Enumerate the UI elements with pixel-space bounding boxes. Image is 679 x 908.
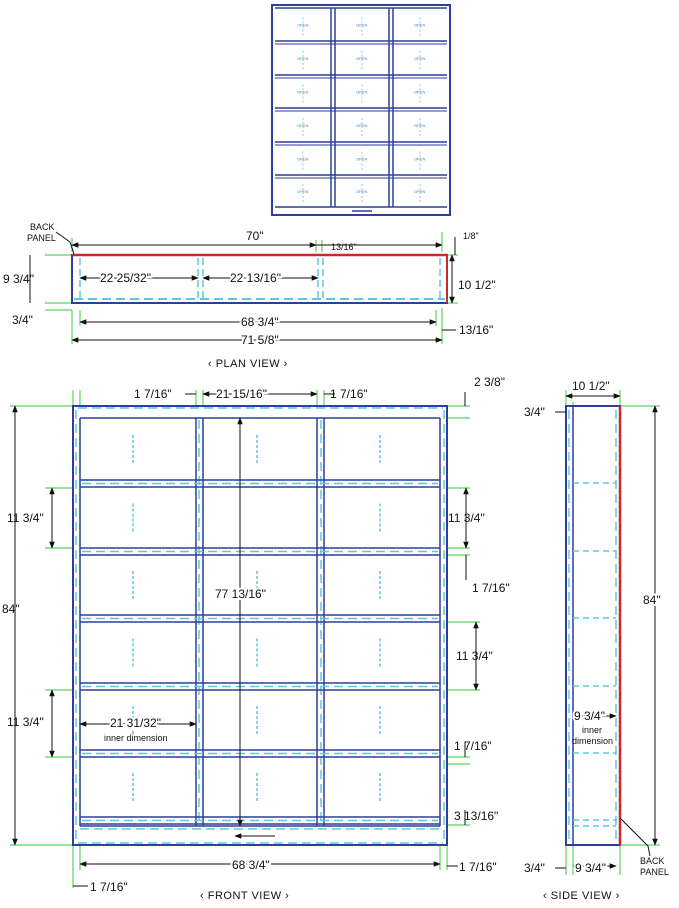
front-dim-center-height: 77 13/16" <box>215 587 266 601</box>
front-dim-left-cell-2: 11 3/4" <box>7 715 44 729</box>
plan-back-panel-label-2: PANEL <box>27 233 56 243</box>
front-dim-right-cell-2: 11 3/4" <box>456 649 493 663</box>
thumb-open-label: OPEN <box>297 157 308 162</box>
thumb-open-label: OPEN <box>297 189 308 194</box>
side-dim-inner-depth: 9 3/4" <box>574 709 605 723</box>
plan-dim-overall-top: 70" <box>246 229 264 243</box>
thumb-open-label: OPEN <box>356 157 367 162</box>
front-view-title: ‹ FRONT VIEW › <box>200 890 289 902</box>
thumb-open-label: OPEN <box>297 123 308 128</box>
plan-dim-inner-width: 68 3/4" <box>241 315 279 329</box>
thumb-open-label: OPEN <box>356 189 367 194</box>
thumb-open-label: OPEN <box>414 157 425 162</box>
thumb-open-label: OPEN <box>356 23 367 28</box>
plan-dim-compartment-1: 22 25/32" <box>100 271 151 285</box>
plan-dim-top-gap: 13/16" <box>331 242 357 252</box>
thumb-open-label: OPEN <box>414 123 425 128</box>
front-dim-top-rail: 2 3/8" <box>474 375 505 389</box>
thumb-open-label: OPEN <box>414 23 425 28</box>
front-view: 1 7/16" 21 15/16" 1 7/16" 2 3/8" 84" 11 … <box>2 375 510 902</box>
plan-dim-right-bottom: 13/16" <box>459 323 493 337</box>
plan-dim-left-depth: 9 3/4" <box>3 272 34 286</box>
plan-dim-overall-bottom: 71 5/8" <box>241 333 279 347</box>
front-dim-bottom-right: 1 7/16" <box>459 860 497 874</box>
side-dim-top-left: 3/4" <box>524 405 545 419</box>
side-dim-top-depth: 10 1/2" <box>572 379 610 393</box>
side-back-panel-label-2: PANEL <box>640 867 669 877</box>
side-dim-bottom-left: 3/4" <box>524 861 545 875</box>
thumb-open-label: OPEN <box>414 90 425 95</box>
thumb-open-label: OPEN <box>297 90 308 95</box>
side-dim-inner-note-1: inner <box>582 725 602 735</box>
thumb-open-label: OPEN <box>356 56 367 61</box>
front-dim-left-cell-1: 11 3/4" <box>7 511 44 525</box>
plan-dim-left-bottom: 3/4" <box>12 313 33 327</box>
plan-dim-compartment-2: 22 13/16" <box>230 271 281 285</box>
front-dim-top-middle: 21 15/16" <box>216 387 267 401</box>
side-dim-height: 84" <box>643 593 661 607</box>
thumb-open-label: OPEN <box>414 56 425 61</box>
thumb-open-label: OPEN <box>297 23 308 28</box>
side-dim-inner-note-2: dimension <box>572 736 613 746</box>
thumb-open-label: OPEN <box>414 189 425 194</box>
side-dim-bottom-depth: 9 3/4" <box>575 861 606 875</box>
front-dim-cell-width-note: inner dimension <box>104 733 168 743</box>
thumb-open-label: OPEN <box>297 56 308 61</box>
front-dim-right-shelf-2: 1 7/16" <box>454 739 492 753</box>
thumb-open-label: OPEN <box>356 123 367 128</box>
front-dim-bottom-rail: 3 13/16" <box>454 809 498 823</box>
side-view: 10 1/2" 3/4" 84" 9 3/4" inner dimension … <box>524 377 669 902</box>
front-dim-cell-width: 21 31/32" <box>110 716 161 730</box>
side-back-panel-label-1: BACK <box>640 856 665 866</box>
front-dim-overall-height: 84" <box>2 602 20 616</box>
plan-view-title: ‹ PLAN VIEW › <box>208 358 288 370</box>
front-dim-top-left-stile: 1 7/16" <box>134 387 172 401</box>
front-dim-bottom-width: 68 3/4" <box>232 858 270 872</box>
plan-dim-right-depth: 10 1/2" <box>458 278 496 292</box>
plan-back-panel-label-1: BACK <box>30 222 55 232</box>
front-dim-bottom-left: 1 7/16" <box>90 880 128 894</box>
front-dim-right-cell-1: 11 3/4" <box>448 511 485 525</box>
front-dim-right-shelf: 1 7/16" <box>472 581 510 595</box>
side-view-title: ‹ SIDE VIEW › <box>543 890 620 902</box>
front-dim-top-right-stile: 1 7/16" <box>330 387 368 401</box>
plan-view: BACK PANEL 70" 13/16" 1/8" 9 3/4" 22 25/… <box>3 222 496 370</box>
plan-dim-top-right: 1/8" <box>463 231 479 241</box>
thumbnail-front-view: OPEN OPEN OPEN OPEN OPEN OPEN OPEN OPEN OPEN OPEN… <box>271 4 451 216</box>
thumb-open-label: OPEN <box>356 90 367 95</box>
